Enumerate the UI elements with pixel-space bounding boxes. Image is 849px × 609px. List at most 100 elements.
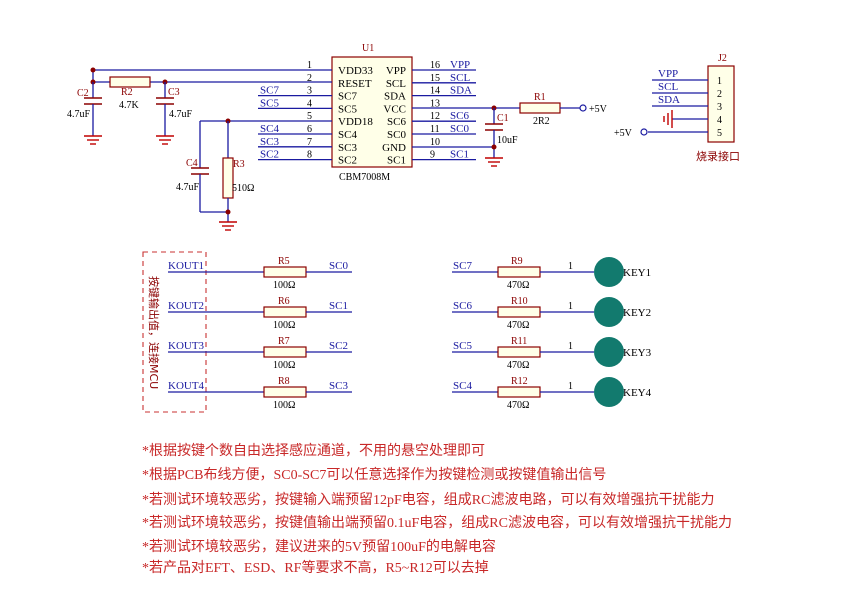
output-block-label: 按键输出值，连接MCU	[147, 276, 161, 389]
ground-c2	[84, 135, 102, 145]
note-line: *根据PCB布线方便，SC0-SC7可以任意选择作为按键检测或按键值输出信号	[142, 468, 607, 483]
ic-right-net: VPP	[450, 59, 470, 71]
ic-right-pin-name: GND	[382, 142, 406, 154]
key-pin: 1	[568, 381, 573, 392]
ic-right-pin-number: 12	[430, 111, 440, 122]
ic-right-pin-name: SC1	[387, 155, 406, 167]
key-resistor	[497, 386, 541, 398]
touch-key-pad	[594, 297, 624, 327]
ic-right-pin-name: SC0	[387, 129, 406, 141]
ic-left-pin-number: 3	[307, 86, 312, 97]
key-net: SC4	[453, 380, 472, 392]
j2-ref: J2	[718, 53, 727, 64]
supply-label: +5V	[589, 104, 608, 115]
note-line: *若测试环境较恶劣，按键值输出端预留0.1uF电容，组成RC滤波电容，可以有效增…	[142, 516, 732, 531]
ic-left-pin-name: SC7	[338, 91, 357, 103]
ic-right-pin-number: 10	[430, 137, 440, 148]
vcc-network	[412, 102, 587, 158]
note-line: *若测试环境较恶劣，按键输入端预留12pF电容，组成RC滤波电路，可以有效增强抗…	[142, 493, 715, 508]
kout-value: 100Ω	[273, 360, 295, 371]
ic-right-net: SC1	[450, 149, 469, 161]
key-value: 470Ω	[507, 400, 529, 411]
r1-ref: R1	[534, 92, 546, 103]
key-pin: 1	[568, 301, 573, 312]
ic-right-net: SC0	[450, 123, 469, 135]
j2-pin-number: 5	[717, 128, 722, 139]
ic-left-pin-name: SC3	[338, 142, 357, 154]
ic-right-pin-name: SC6	[387, 116, 406, 128]
j2-pin-number: 2	[717, 89, 722, 100]
vdd18-network	[191, 118, 332, 222]
key-resistor	[497, 306, 541, 318]
key-pin: 1	[568, 261, 573, 272]
key-ref: R10	[511, 296, 528, 307]
ic-left-pin-number: 7	[307, 137, 312, 148]
ic-left-pin-number: 5	[307, 111, 312, 122]
key-label: KEY1	[623, 267, 651, 279]
ic-right-pin-number: 16	[430, 60, 440, 71]
kout-net: SC3	[329, 380, 348, 392]
j2-pin-number: 3	[717, 102, 722, 113]
key-ref: R12	[511, 376, 528, 387]
j2-supply-label: +5V	[614, 128, 633, 139]
key-net: SC5	[453, 340, 472, 352]
ic-right-pin-number: 9	[430, 150, 435, 161]
key-value: 470Ω	[507, 320, 529, 331]
kout-port: KOUT3	[168, 340, 205, 352]
ic-right-pin-number: 11	[430, 124, 440, 135]
key-net: SC7	[453, 260, 472, 272]
key-net: SC6	[453, 300, 472, 312]
key-value: 470Ω	[507, 280, 529, 291]
note-line: *根据按键个数自由选择感应通道，不用的悬空处理即可	[142, 444, 485, 459]
c4-value: 4.7uF	[176, 182, 200, 193]
r2-ref: R2	[121, 87, 133, 98]
j2-label: 烧录接口	[696, 150, 740, 163]
key-value: 470Ω	[507, 360, 529, 371]
output-block-frame	[142, 251, 207, 413]
ground-c3	[156, 135, 174, 145]
key-label: KEY4	[623, 387, 652, 399]
ic-right-pin-name: VPP	[386, 65, 406, 77]
c2-ref: C2	[77, 88, 89, 99]
key-resistor	[497, 346, 541, 358]
ic-right-pin-number: 13	[430, 98, 440, 109]
kout-ref: R8	[278, 376, 290, 387]
ic-right-pin-name: SCL	[386, 78, 406, 90]
kout-ref: R7	[278, 336, 290, 347]
kout-net: SC0	[329, 260, 348, 272]
ic-ref: U1	[362, 43, 374, 54]
ic-left-pin-name: SC4	[338, 129, 357, 141]
kout-port: KOUT2	[168, 300, 204, 312]
kout-resistor	[263, 266, 307, 278]
key-ref: R9	[511, 256, 523, 267]
key-label: KEY3	[623, 347, 652, 359]
kout-resistor	[263, 346, 307, 358]
c3-value: 4.7uF	[169, 109, 193, 120]
r3-ref: R3	[233, 159, 245, 170]
note-line: *若产品对EFT、ESD、RF等要求不高，R5~R12可以去掉	[142, 561, 489, 576]
ic-left-pin-name: SC5	[338, 103, 357, 115]
r2-value: 4.7K	[119, 100, 140, 111]
key-label: KEY2	[623, 307, 651, 319]
kout-net: SC1	[329, 300, 348, 312]
ic-right-pin-number: 15	[430, 73, 440, 84]
ic-right-net: SDA	[450, 85, 472, 97]
c2-value: 4.7uF	[67, 109, 91, 120]
ic-left-pin-name: SC2	[338, 155, 357, 167]
ic-left-pin-number: 4	[307, 98, 312, 109]
ic-left-pin-name: VDD18	[338, 116, 373, 128]
ic-left-pin-number: 1	[307, 60, 312, 71]
kout-value: 100Ω	[273, 320, 295, 331]
touch-key-pad	[594, 337, 624, 367]
j2-pin-number: 4	[717, 115, 722, 126]
ic-left-net: SC7	[260, 85, 279, 97]
kout-value: 100Ω	[273, 400, 295, 411]
ic-left-pin-number: 8	[307, 150, 312, 161]
ic-left-net: SC3	[260, 136, 279, 148]
vdd33-network	[84, 67, 332, 136]
ic-body	[331, 56, 413, 168]
